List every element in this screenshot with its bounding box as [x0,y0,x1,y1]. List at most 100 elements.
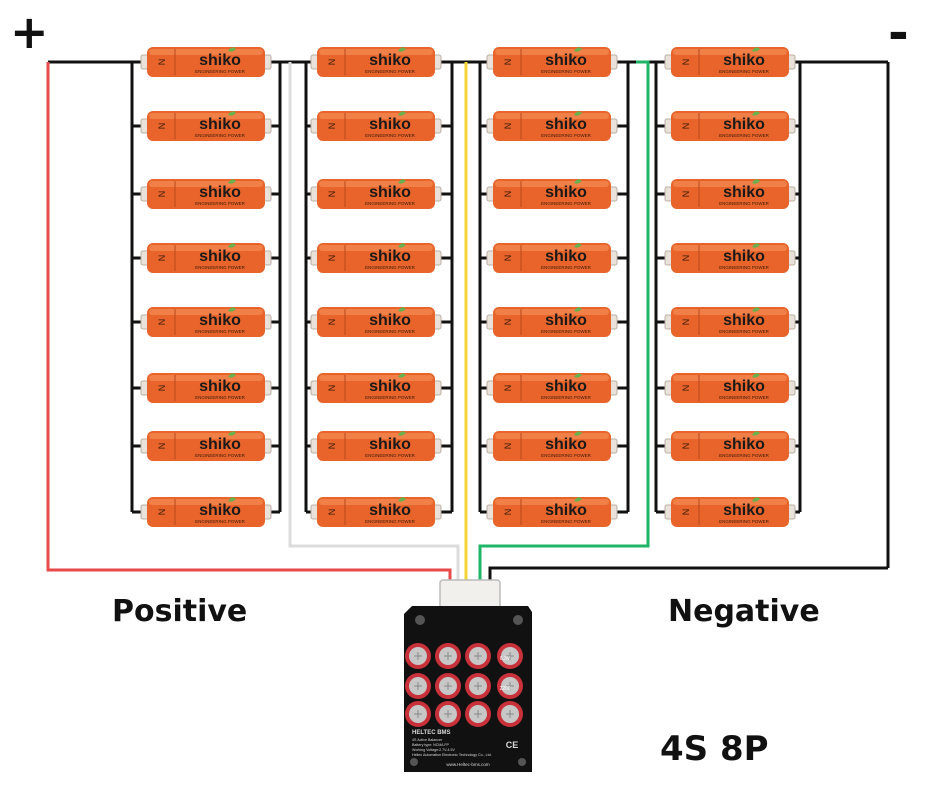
cell-side-mark: N [503,443,513,450]
cell-brand: shiko [199,312,241,329]
cell-tagline: ENGINEERING POWER [719,453,770,458]
cell-brand: shiko [369,502,411,519]
cell-brand: shiko [545,52,587,69]
cell-tagline: ENGINEERING POWER [195,265,246,270]
negative-label: Negative [668,594,820,629]
ce-mark: CE [506,740,519,750]
negative-lead-black [488,566,888,582]
cell-brand: shiko [199,116,241,133]
cell-highlight [495,181,609,187]
cell-leaf-icon [228,179,236,184]
cell-highlight [149,49,263,55]
cell-brand: shiko [369,52,411,69]
cell-leaf-icon [228,373,236,378]
cell-tagline: ENGINEERING POWER [365,329,416,334]
capacitor-vent [474,652,482,660]
capacitor [405,673,431,699]
cell-highlight [673,309,787,315]
cell-leaf-icon [398,373,406,378]
cell-leaf-icon [574,111,582,116]
capacitor-vent [414,710,422,718]
board-spec-line: 4S Active Balancer [412,738,443,742]
cell-tagline: ENGINEERING POWER [541,265,592,270]
cell-side-mark: N [503,191,513,198]
cell-tagline: ENGINEERING POWER [195,329,246,334]
cell-highlight [319,181,433,187]
cell-leaf-icon [574,47,582,52]
cell-leaf-icon [398,179,406,184]
capacitor [465,701,491,727]
cell-highlight [495,309,609,315]
cell-tagline: ENGINEERING POWER [719,69,770,74]
cell-side-mark: N [157,443,167,450]
cell-leaf-icon [228,431,236,436]
cell-tagline: ENGINEERING POWER [195,395,246,400]
balance-lead-white [288,62,460,582]
cell-tagline: ENGINEERING POWER [195,133,246,138]
cell-highlight [673,375,787,381]
cell-side-mark: N [157,509,167,516]
cell-tagline: ENGINEERING POWER [719,329,770,334]
cell-leaf-icon [228,497,236,502]
cell-leaf-icon [574,431,582,436]
cell-leaf-icon [398,497,406,502]
cell-brand: shiko [723,378,765,395]
board-brand: HELTEC BMS [412,730,451,736]
cell-leaf-icon [574,179,582,184]
cell-tagline: ENGINEERING POWER [541,69,592,74]
cell-brand: shiko [199,502,241,519]
cell-leaf-icon [752,497,760,502]
cell-highlight [319,245,433,251]
capacitor-vent [444,710,452,718]
cell-tagline: ENGINEERING POWER [541,395,592,400]
cell-highlight [149,433,263,439]
cell-tagline: ENGINEERING POWER [365,133,416,138]
capacitor [435,673,461,699]
capacitor-vent [444,682,452,690]
cell-highlight [495,375,609,381]
cell-highlight [495,433,609,439]
cell-leaf-icon [228,307,236,312]
cell-highlight [149,499,263,505]
cell-side-mark: N [157,385,167,392]
cell-tagline: ENGINEERING POWER [365,201,416,206]
cell-leaf-icon [752,111,760,116]
capacitor-voltage-label: 6.3V [500,656,511,662]
cell-brand: shiko [545,502,587,519]
cell-tagline: ENGINEERING POWER [365,453,416,458]
cell-brand: shiko [369,378,411,395]
cell-highlight [673,113,787,119]
cell-side-mark: N [503,319,513,326]
cell-brand: shiko [199,436,241,453]
cell-side-mark: N [327,255,337,262]
cell-leaf-icon [574,243,582,248]
cell-side-mark: N [327,509,337,516]
cell-highlight [319,499,433,505]
cell-side-mark: N [157,191,167,198]
cell-side-mark: N [681,123,691,130]
cell-brand: shiko [199,378,241,395]
cell-brand: shiko [545,116,587,133]
cell-highlight [319,49,433,55]
cell-leaf-icon [752,373,760,378]
cell-leaf-icon [398,307,406,312]
capacitor-vent [474,682,482,690]
cell-leaf-icon [752,431,760,436]
cell-highlight [149,245,263,251]
cell-brand: shiko [545,436,587,453]
